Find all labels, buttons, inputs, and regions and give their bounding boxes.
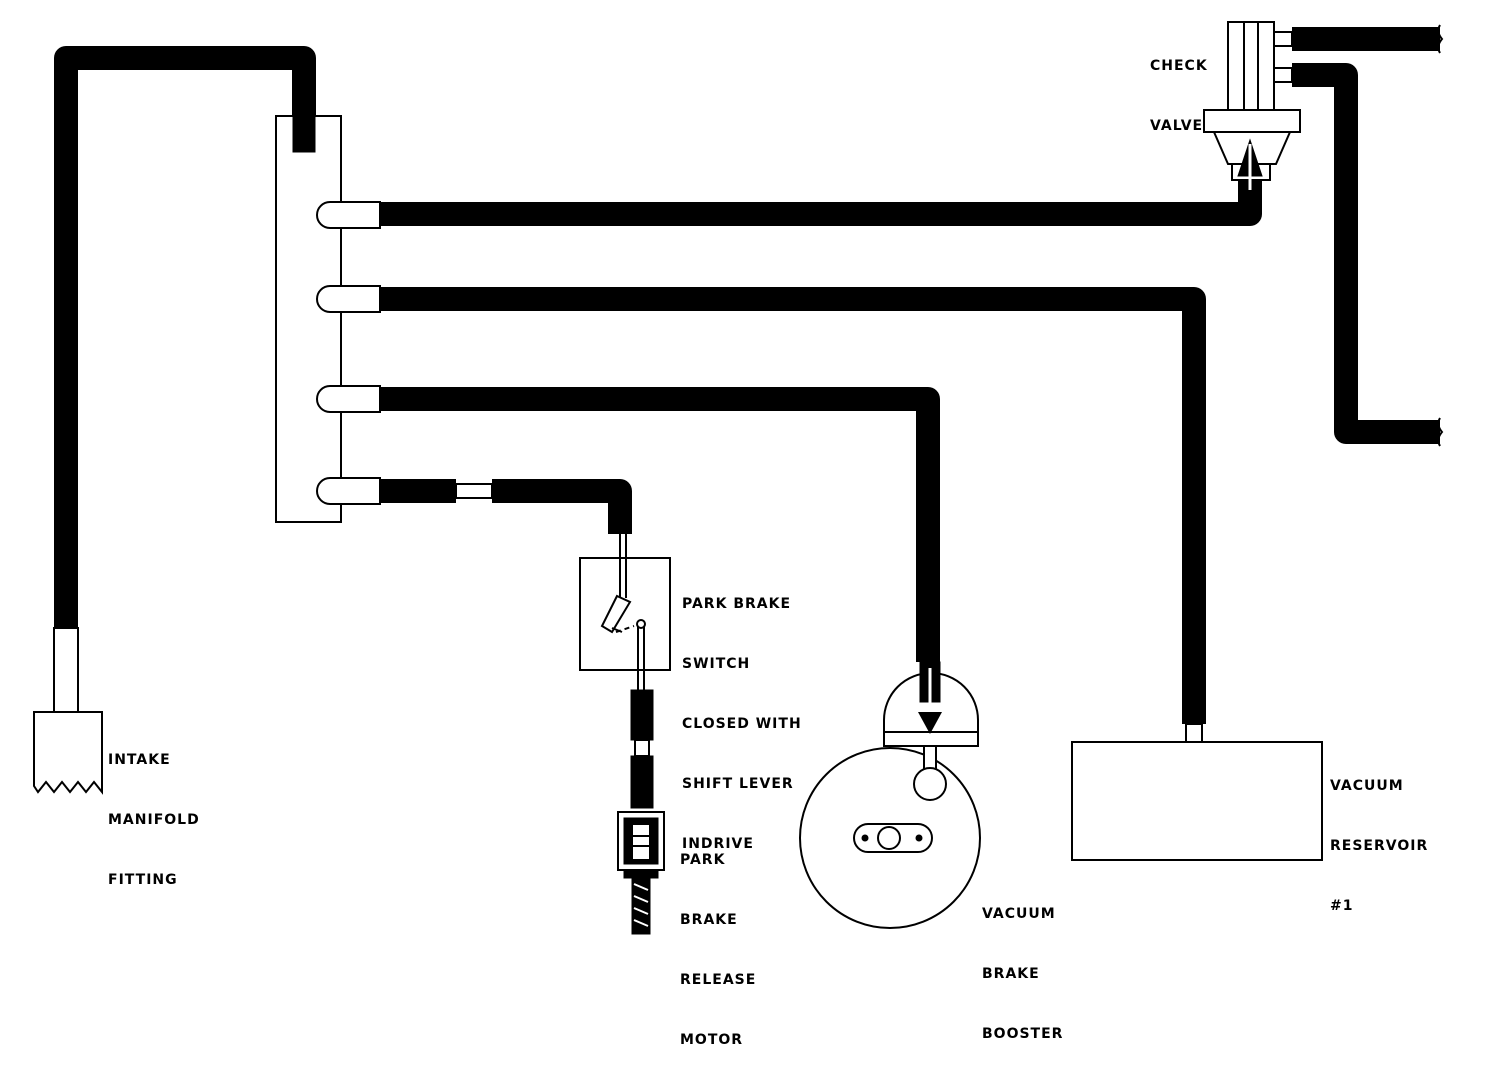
vacuum-manifold-block (275, 115, 342, 523)
manifold-port-4 (316, 477, 381, 505)
manifold-port-3 (316, 385, 381, 413)
intake-manifold-fitting-label: INTAKE MANIFOLD FITTING (108, 752, 200, 888)
check-valve-outlet-hose-lower (1292, 63, 1440, 444)
break-mark-lower (1437, 417, 1444, 447)
park-brake-switch-label: PARK BRAKE SWITCH CLOSED WITH SHIFT LEVE… (682, 596, 802, 852)
park-brake-switch (579, 534, 671, 690)
hose-to-vacuum-reservoir (380, 287, 1206, 724)
check-valve (1203, 21, 1301, 190)
vacuum-reservoir-label: VACUUM RESERVOIR #1 (1330, 778, 1429, 914)
hose-to-park-brake-release-motor (630, 689, 654, 809)
break-mark-upper (1437, 24, 1444, 54)
inline-restrictor (455, 483, 493, 499)
vacuum-brake-booster-label: VACUUM BRAKE BOOSTER (982, 906, 1064, 1042)
vacuum-reservoir (1071, 723, 1323, 861)
hose-to-brake-booster (380, 387, 940, 662)
vacuum-brake-booster (799, 661, 981, 929)
hose-intake-to-manifold (54, 46, 316, 630)
park-brake-release-motor (617, 811, 665, 935)
manifold-port-2 (316, 285, 381, 313)
manifold-inlet-tube (292, 115, 316, 153)
hose-to-check-valve (380, 170, 1262, 226)
park-brake-release-motor-label: PARK BRAKE RELEASE MOTOR (680, 852, 757, 1048)
vacuum-diagram (33, 21, 1444, 935)
check-valve-label: CHECK VALVE (1150, 58, 1208, 134)
hose-to-park-brake-switch-b (492, 479, 632, 534)
manifold-port-1 (316, 201, 381, 229)
intake-manifold-fitting (33, 627, 103, 795)
